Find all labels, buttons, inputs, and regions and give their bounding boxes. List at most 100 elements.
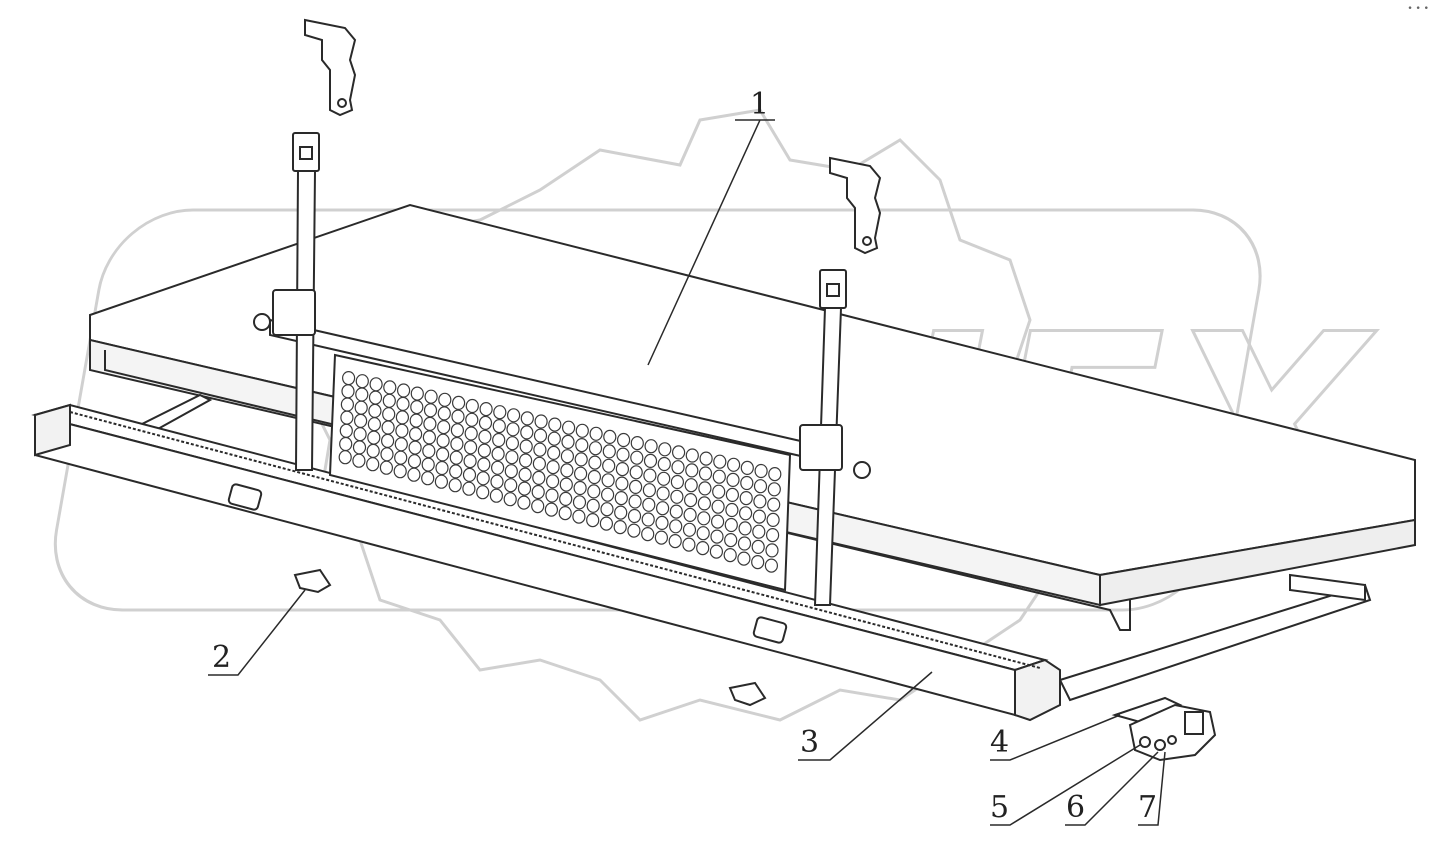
mesh-cell: [615, 462, 630, 477]
leader-line-2: [208, 589, 306, 676]
mesh-cell: [767, 482, 781, 497]
mesh-cell: [451, 409, 465, 424]
mesh-cell: [588, 455, 602, 470]
mesh-cell: [754, 463, 768, 479]
callout-7: 7: [1138, 790, 1158, 825]
callout-6: 6: [1066, 790, 1086, 825]
mesh-cell: [698, 466, 713, 481]
mesh-cell: [600, 502, 614, 517]
mesh-cell: [421, 471, 435, 486]
mesh-cell: [712, 484, 726, 499]
housing-clip-right: [752, 616, 788, 644]
roller-housing: [31, 403, 1061, 722]
mesh-cell: [764, 558, 779, 573]
leader-line-6: [1065, 751, 1159, 826]
mesh-cell: [752, 524, 766, 539]
bar-knob-left: [253, 313, 271, 331]
mesh-cell: [765, 543, 779, 558]
mesh-cell: [752, 509, 767, 524]
hook-bracket-right-shape: [829, 156, 882, 255]
strap-left: [272, 132, 320, 471]
mesh-cell: [464, 440, 478, 455]
callout-3: 3: [800, 725, 820, 760]
hook-bracket-left-shape: [304, 18, 357, 117]
mesh-cell: [656, 486, 670, 501]
mesh-cell: [739, 491, 753, 506]
mesh-cell: [586, 512, 600, 528]
mesh-cell: [614, 505, 628, 520]
mesh-cell: [491, 446, 505, 461]
mesh-cell: [478, 429, 492, 444]
mesh-cell: [670, 489, 684, 504]
mesh-cell: [668, 533, 682, 549]
mesh-cell: [643, 453, 658, 468]
mesh-cell: [422, 443, 436, 459]
strap-left-clamp: [272, 289, 316, 336]
mesh-cell: [434, 474, 448, 489]
mesh-cell: [533, 442, 547, 457]
mesh-cell: [366, 457, 380, 472]
mesh-cell: [422, 430, 436, 445]
mesh-cell: [603, 429, 617, 444]
small-clip-left-shape: [293, 568, 332, 594]
latch-pin-2: [1154, 739, 1166, 751]
mesh-cell: [767, 497, 781, 512]
mesh-cell: [657, 471, 671, 486]
mesh-cell: [575, 438, 589, 453]
mesh-cell: [753, 479, 768, 494]
mesh-cell: [655, 515, 669, 531]
mesh-cell: [452, 395, 466, 410]
mesh-cell: [654, 530, 669, 545]
strap-left-buckle-slot: [299, 146, 313, 160]
mesh-cell: [725, 487, 740, 502]
mesh-cell: [602, 444, 616, 459]
mesh-cell: [424, 389, 438, 404]
mesh-cell: [710, 529, 724, 544]
frame-rail-side: [1058, 583, 1372, 702]
mesh-cell: [438, 392, 452, 407]
mesh-cell: [545, 474, 560, 489]
mesh-cell: [628, 479, 643, 494]
mesh-cell: [642, 483, 657, 498]
mesh-cell: [449, 450, 463, 465]
leader-line-1: [647, 119, 775, 366]
mesh-cell: [462, 481, 476, 496]
strap-right: [799, 269, 847, 606]
mesh-cell: [613, 519, 627, 535]
mesh-cell: [435, 460, 449, 476]
mesh-cell: [630, 450, 644, 465]
mesh-cell: [641, 526, 655, 542]
mesh-cell: [587, 469, 602, 485]
mesh-cell: [614, 491, 628, 506]
mesh-cell: [517, 495, 531, 510]
hook-bracket-right-hole: [862, 236, 872, 246]
mesh-cell: [492, 419, 506, 434]
roller-housing-endcap-right: [1014, 658, 1061, 722]
mesh-cell: [683, 507, 697, 523]
mesh-cell: [586, 498, 600, 513]
mesh-cell: [574, 452, 588, 467]
mesh-cell: [725, 502, 739, 518]
mesh-cell: [479, 402, 493, 417]
small-clip-right-shape: [728, 681, 767, 707]
mesh-cell: [685, 448, 699, 463]
bar-knob-right: [853, 461, 871, 479]
frame-rail-end: [1289, 573, 1366, 602]
panel-right-edge: [1099, 518, 1416, 607]
mesh-cell: [740, 475, 754, 491]
mesh-cell: [421, 457, 435, 472]
mesh-cell: [437, 406, 451, 421]
mesh-cell: [753, 494, 767, 509]
panel-underside: [104, 350, 1131, 631]
mesh-cell: [520, 411, 534, 426]
mesh-cell: [657, 456, 671, 472]
mesh-net-outline: [328, 353, 792, 592]
mesh-cell: [685, 463, 699, 478]
mesh-cell: [697, 496, 712, 511]
housing-clip-left: [227, 483, 263, 511]
mesh-cell: [547, 445, 561, 460]
mesh-cell: [641, 512, 655, 527]
roller-housing-endcap-left: [34, 403, 71, 457]
